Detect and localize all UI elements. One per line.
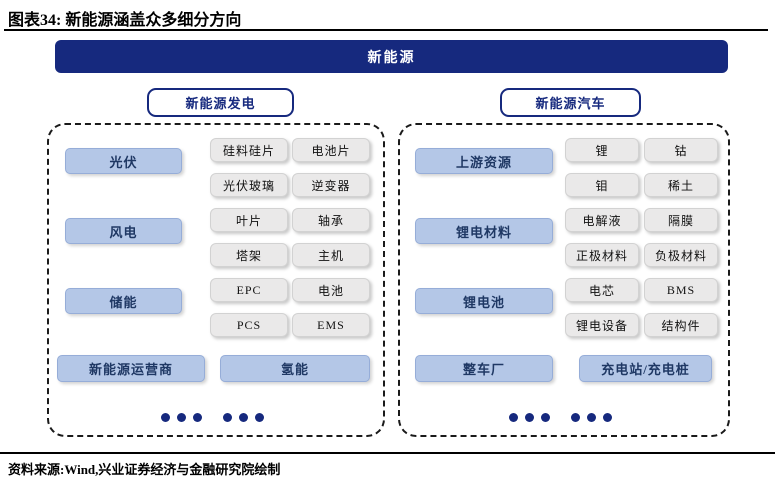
title-divider (4, 29, 768, 31)
category-box-vehicles: 锂电池 (415, 288, 553, 314)
category-box-power-generation: 风电 (65, 218, 182, 244)
chip-vehicles: 负极材料 (644, 243, 718, 267)
dot (193, 413, 202, 422)
figure-title: 图表34: 新能源涵盖众多细分方向 (8, 12, 242, 29)
category-box-power-generation: 储能 (65, 288, 182, 314)
chip-power-generation: 电池片 (292, 138, 370, 162)
chip-vehicles: BMS (644, 278, 718, 302)
dot (239, 413, 248, 422)
category-box-vehicles: 锂电材料 (415, 218, 553, 244)
chip-vehicles: 电解液 (565, 208, 639, 232)
dot (571, 413, 580, 422)
dot (177, 413, 186, 422)
footer-divider (0, 452, 775, 454)
chip-vehicles: 结构件 (644, 313, 718, 337)
chip-power-generation: 主机 (292, 243, 370, 267)
chip-power-generation: 电池 (292, 278, 370, 302)
dot (603, 413, 612, 422)
dot (161, 413, 170, 422)
category-box-vehicles: 上游资源 (415, 148, 553, 174)
chip-power-generation: 塔架 (210, 243, 288, 267)
chip-power-generation: 轴承 (292, 208, 370, 232)
category-box-power-generation: 新能源运营商 (57, 355, 205, 382)
chip-vehicles: 锂 (565, 138, 639, 162)
dot (587, 413, 596, 422)
dot (541, 413, 550, 422)
chip-vehicles: 电芯 (565, 278, 639, 302)
chip-power-generation: EPC (210, 278, 288, 302)
dot (525, 413, 534, 422)
category-box-vehicles: 整车厂 (415, 355, 553, 382)
chip-vehicles: 钼 (565, 173, 639, 197)
category-box-power-generation: 氢能 (220, 355, 370, 382)
chip-power-generation: 硅料硅片 (210, 138, 288, 162)
branch-header-power-generation: 新能源发电 (147, 88, 294, 117)
chip-power-generation: 叶片 (210, 208, 288, 232)
dot (509, 413, 518, 422)
chip-vehicles: 锂电设备 (565, 313, 639, 337)
chip-power-generation: 光伏玻璃 (210, 173, 288, 197)
more-items-dots (161, 413, 271, 422)
more-items-dots (509, 413, 619, 422)
chip-vehicles: 隔膜 (644, 208, 718, 232)
source-note: 资料来源:Wind,兴业证券经济与金融研究院绘制 (8, 462, 281, 477)
chip-vehicles: 稀土 (644, 173, 718, 197)
chip-power-generation: 逆变器 (292, 173, 370, 197)
chip-vehicles: 钴 (644, 138, 718, 162)
category-box-power-generation: 光伏 (65, 148, 182, 174)
dot (223, 413, 232, 422)
branch-header-vehicles: 新能源汽车 (500, 88, 641, 117)
chip-power-generation: EMS (292, 313, 370, 337)
dot (255, 413, 264, 422)
root-node-new-energy: 新能源 (55, 40, 728, 73)
category-box-vehicles: 充电站/充电桩 (579, 355, 712, 382)
chip-power-generation: PCS (210, 313, 288, 337)
chip-vehicles: 正极材料 (565, 243, 639, 267)
